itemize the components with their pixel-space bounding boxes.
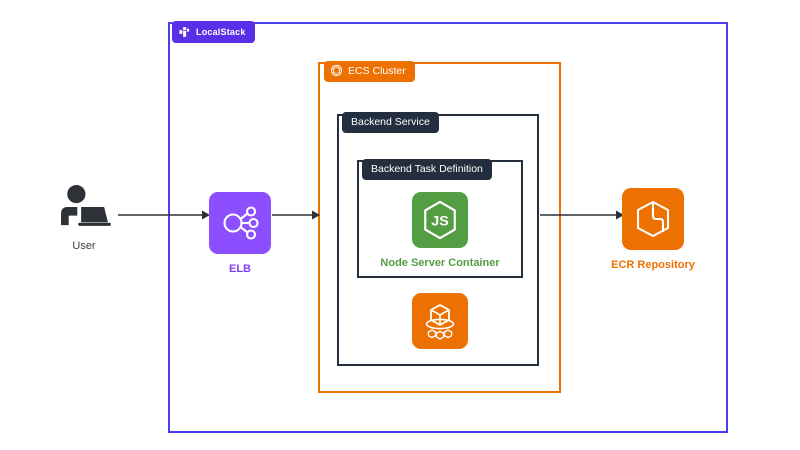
arrow-elb-to-ecs-cluster	[272, 209, 320, 221]
node-node-server-container-label: Node Server Container	[380, 257, 500, 269]
user-at-laptop-icon	[57, 185, 111, 229]
node-node-server-container: JS Node Server Container	[380, 192, 500, 270]
localstack-container-box	[168, 22, 728, 433]
ecr-cube-icon	[622, 188, 684, 250]
backend-task-definition-badge-label: Backend Task Definition	[371, 163, 483, 176]
node-elb: ELB	[208, 192, 272, 276]
nodejs-logo-icon: JS	[412, 192, 468, 248]
node-elb-label: ELB	[229, 263, 251, 275]
node-ecr-repository: ECR Repository	[611, 188, 695, 272]
node-ecr-repository-label: ECR Repository	[611, 259, 695, 271]
arrow-backend-service-to-ecr-repository	[540, 209, 624, 221]
ecs-cluster-icon	[330, 64, 343, 80]
backend-service-badge: Backend Service	[342, 112, 439, 133]
arrow-user-to-elb	[118, 209, 210, 221]
node-user: User	[40, 185, 128, 253]
localstack-badge: LocalStack	[172, 21, 255, 43]
ecs-cluster-container-box	[318, 62, 561, 393]
ecs-cluster-badge: ECS Cluster	[324, 61, 415, 82]
node-ecs-task	[412, 293, 468, 349]
backend-task-definition-badge: Backend Task Definition	[362, 159, 492, 180]
node-user-label: User	[72, 240, 96, 252]
localstack-badge-label: LocalStack	[196, 26, 246, 37]
load-balancer-icon	[209, 192, 271, 254]
ecs-cluster-badge-label: ECS Cluster	[348, 65, 406, 78]
svg-text:JS: JS	[431, 214, 448, 230]
localstack-logo-icon	[179, 26, 191, 38]
backend-service-badge-label: Backend Service	[351, 116, 430, 129]
ecs-service-icon	[412, 293, 468, 349]
